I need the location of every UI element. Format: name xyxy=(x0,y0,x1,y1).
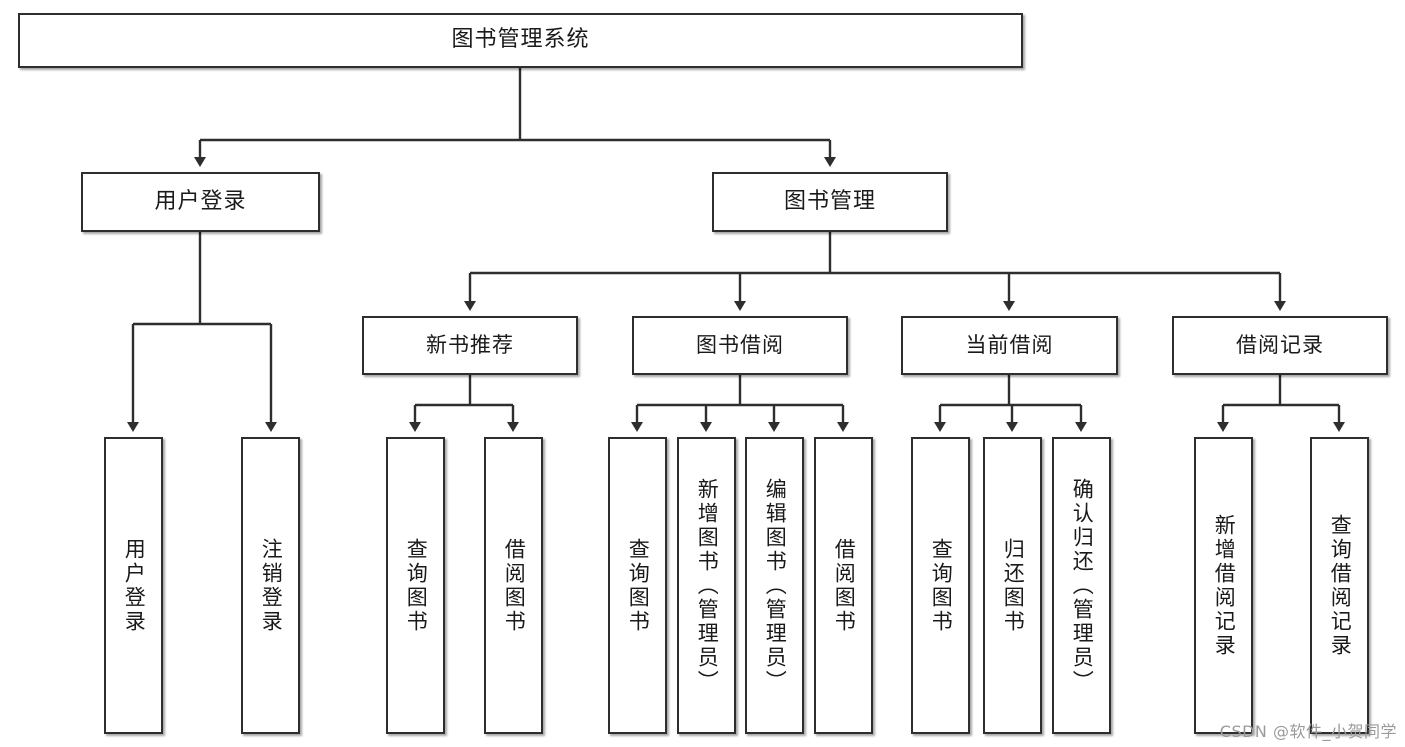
node-borrow-record[interactable]: 借阅记录 xyxy=(1172,316,1388,375)
node-root-label: 图书管理系统 xyxy=(451,27,590,53)
node-leaf-confirm-return-admin[interactable]: 确认归还（管理员） xyxy=(1052,437,1111,734)
node-leaf-user-login[interactable]: 用户登录 xyxy=(104,437,163,734)
node-book-manage-label: 图书管理 xyxy=(783,188,876,214)
node-leaf-query-book-3-label: 查询图书 xyxy=(929,537,954,634)
node-user-login[interactable]: 用户登录 xyxy=(81,172,320,232)
node-leaf-add-book-admin-label: 新增图书（管理员） xyxy=(695,477,720,694)
node-leaf-query-book-2-label: 查询图书 xyxy=(626,537,651,634)
node-book-borrow[interactable]: 图书借阅 xyxy=(632,316,848,375)
node-leaf-add-borrow-record-label: 新增借阅记录 xyxy=(1212,513,1237,658)
node-book-borrow-label: 图书借阅 xyxy=(696,332,784,357)
node-leaf-edit-book-admin[interactable]: 编辑图书（管理员） xyxy=(745,437,804,734)
node-user-login-label: 用户登录 xyxy=(154,188,247,214)
node-borrow-record-label: 借阅记录 xyxy=(1236,332,1324,357)
node-leaf-user-login-label: 用户登录 xyxy=(122,537,147,634)
node-leaf-confirm-return-admin-label: 确认归还（管理员） xyxy=(1070,477,1095,694)
node-leaf-query-book-3[interactable]: 查询图书 xyxy=(911,437,970,734)
node-leaf-query-book-1-label: 查询图书 xyxy=(404,537,429,634)
node-book-manage[interactable]: 图书管理 xyxy=(712,172,948,232)
node-leaf-borrow-book-1-label: 借阅图书 xyxy=(502,537,527,634)
node-leaf-borrow-book-1[interactable]: 借阅图书 xyxy=(484,437,543,734)
node-leaf-query-borrow-record[interactable]: 查询借阅记录 xyxy=(1310,437,1369,734)
node-leaf-logout-login-label: 注销登录 xyxy=(259,537,284,634)
node-leaf-query-book-2[interactable]: 查询图书 xyxy=(608,437,667,734)
node-leaf-query-book-1[interactable]: 查询图书 xyxy=(386,437,445,734)
node-leaf-query-borrow-record-label: 查询借阅记录 xyxy=(1328,513,1353,658)
node-leaf-logout-login[interactable]: 注销登录 xyxy=(241,437,300,734)
node-leaf-edit-book-admin-label: 编辑图书（管理员） xyxy=(763,477,788,694)
node-new-book-recommend-label: 新书推荐 xyxy=(426,332,514,357)
node-leaf-borrow-book-2-label: 借阅图书 xyxy=(832,537,857,634)
watermark: CSDN @软件_小贺同学 xyxy=(1219,722,1397,741)
node-current-borrow-label: 当前借阅 xyxy=(965,332,1054,357)
node-leaf-add-borrow-record[interactable]: 新增借阅记录 xyxy=(1194,437,1253,734)
node-leaf-return-book-label: 归还图书 xyxy=(1001,537,1026,634)
node-root[interactable]: 图书管理系统 xyxy=(18,13,1023,68)
node-leaf-return-book[interactable]: 归还图书 xyxy=(983,437,1042,734)
node-leaf-add-book-admin[interactable]: 新增图书（管理员） xyxy=(677,437,736,734)
node-new-book-recommend[interactable]: 新书推荐 xyxy=(362,316,578,375)
node-leaf-borrow-book-2[interactable]: 借阅图书 xyxy=(814,437,873,734)
node-current-borrow[interactable]: 当前借阅 xyxy=(901,316,1118,375)
